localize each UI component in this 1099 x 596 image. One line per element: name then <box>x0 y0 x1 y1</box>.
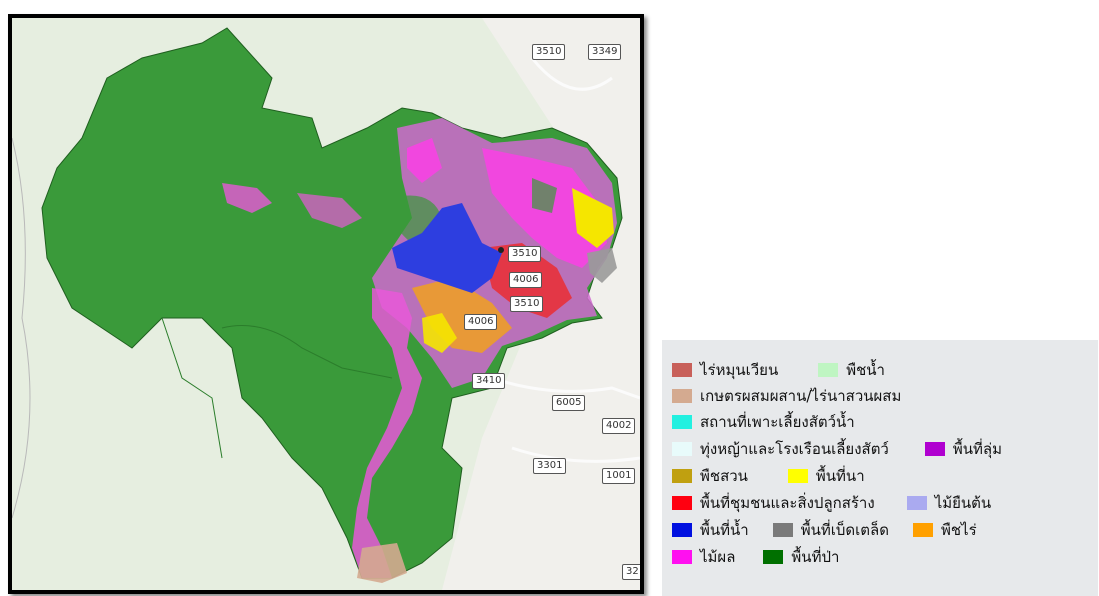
legend-label: พื้นที่ป่า <box>791 548 840 566</box>
map-legend: ไร่หมุนเวียน พืชน้ำเกษตรผสมผสาน/ไร่นาสวนผ… <box>662 340 1098 596</box>
legend-swatch <box>672 442 692 456</box>
legend-label: ไม้ยืนต้น <box>934 494 992 512</box>
route-badge: 3510 <box>508 246 542 262</box>
legend-label: ไร่หมุนเวียน <box>700 361 779 379</box>
legend-label: พื้นที่เบ็ดเตล็ด <box>800 521 889 539</box>
legend-swatch <box>906 496 927 510</box>
legend-item: พืชน้ำ <box>818 358 885 382</box>
legend-item: ไม้ผล <box>672 545 735 569</box>
legend-swatch <box>672 389 692 403</box>
subdistrict-boundary <box>221 325 393 379</box>
legend-item: พืชสวน <box>672 464 748 488</box>
legend-swatch <box>763 550 784 564</box>
legend-item: พืชไร่ <box>912 518 977 542</box>
agriculture-mosaic <box>372 118 617 388</box>
route-badge: 3510 <box>510 296 544 312</box>
boundary-line <box>12 137 31 519</box>
legend-swatch <box>672 523 692 537</box>
route-badge: 32 <box>622 564 640 580</box>
legend-label: พืชไร่ <box>940 521 977 539</box>
legend-swatch <box>672 496 692 510</box>
legend-row: พืชสวน พื้นที่นา <box>672 464 905 488</box>
legend-item: พื้นที่นา <box>787 464 865 488</box>
legend-swatch <box>924 442 945 456</box>
legend-item: พื้นที่ชุมชนและสิ่งปลูกสร้าง <box>672 491 875 515</box>
route-badge: 3410 <box>472 373 506 389</box>
legend-item: ไม้ยืนต้น <box>906 491 992 515</box>
legend-label: ทุ่งหญ้าและโรงเรือนเลี้ยงสัตว์ <box>700 440 889 458</box>
legend-row: ทุ่งหญ้าและโรงเรือนเลี้ยงสัตว์ พื้นที่ลุ่… <box>672 437 1038 461</box>
subdistrict-boundary <box>161 317 223 459</box>
legend-item: พื้นที่ลุ่ม <box>924 437 1002 461</box>
legend-item: พื้นที่ป่า <box>763 545 839 569</box>
legend-item: สถานที่เพาะเลี้ยงสัตว์น้ำ <box>672 410 855 434</box>
route-badge: 3301 <box>533 458 567 474</box>
legend-label: พืชน้ำ <box>846 361 885 379</box>
legend-row: สถานที่เพาะเลี้ยงสัตว์น้ำ <box>672 410 883 434</box>
legend-row: ไม้ผล พื้นที่ป่า <box>672 545 867 569</box>
legend-swatch <box>912 523 933 537</box>
legend-row: เกษตรผสมผสาน/ไร่นาสวนผสม <box>672 384 929 408</box>
legend-label: สถานที่เพาะเลี้ยงสัตว์น้ำ <box>700 413 855 431</box>
route-badge: 6005 <box>552 395 586 411</box>
route-badge: 3510 <box>532 44 566 60</box>
land-use-map <box>12 18 640 590</box>
corridor-mosaic <box>222 138 442 583</box>
legend-label: พืชสวน <box>700 467 748 485</box>
route-badge: 1001 <box>602 468 636 484</box>
basemap-road <box>530 57 613 91</box>
legend-swatch <box>672 363 692 377</box>
legend-label: เกษตรผสมผสาน/ไร่นาสวนผสม <box>700 387 902 405</box>
route-badge: 4006 <box>464 314 498 330</box>
legend-label: พื้นที่นา <box>815 467 865 485</box>
legend-label: พื้นที่ลุ่ม <box>952 440 1002 458</box>
legend-swatch <box>672 415 692 429</box>
legend-swatch <box>772 523 793 537</box>
route-badge: 4006 <box>509 272 543 288</box>
legend-swatch <box>818 363 839 377</box>
legend-row: ไร่หมุนเวียน พืชน้ำ <box>672 358 925 382</box>
legend-row: พื้นที่ชุมชนและสิ่งปลูกสร้าง ไม้ยืนต้น <box>672 491 1023 515</box>
district-center-marker <box>498 247 504 253</box>
legend-swatch <box>672 469 692 483</box>
route-badge: 3349 <box>588 44 622 60</box>
legend-item: ไร่หมุนเวียน <box>672 358 778 382</box>
legend-label: ไม้ผล <box>700 548 736 566</box>
legend-swatch <box>787 469 808 483</box>
basemap-road <box>511 446 640 463</box>
legend-swatch <box>672 550 692 564</box>
map-view[interactable]: 3510 3349 6005 4002 3301 1001 32 3510 40… <box>8 14 644 594</box>
basemap-road <box>491 376 640 400</box>
legend-label: พื้นที่น้ำ <box>700 521 749 539</box>
route-badge: 4002 <box>602 418 636 434</box>
legend-row: พื้นที่น้ำ พื้นที่เบ็ดเตล็ด พืชไร่ <box>672 518 1001 542</box>
legend-item: ทุ่งหญ้าและโรงเรือนเลี้ยงสัตว์ <box>672 437 889 461</box>
legend-item: พื้นที่เบ็ดเตล็ด <box>772 518 889 542</box>
legend-item: เกษตรผสมผสาน/ไร่นาสวนผสม <box>672 384 901 408</box>
legend-item: พื้นที่น้ำ <box>672 518 749 542</box>
legend-label: พื้นที่ชุมชนและสิ่งปลูกสร้าง <box>700 494 875 512</box>
reservoir <box>392 203 502 293</box>
